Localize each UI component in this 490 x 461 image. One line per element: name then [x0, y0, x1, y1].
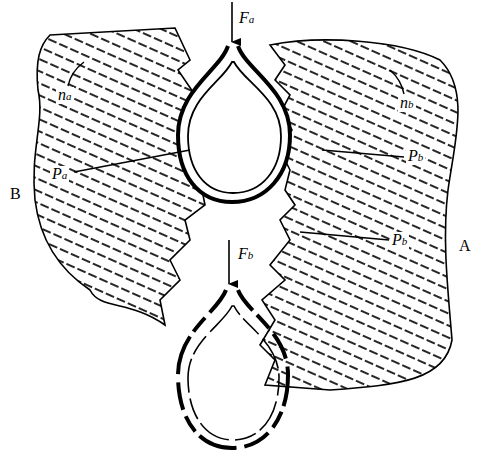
force-arrow: [231, 2, 233, 42]
pressure-label: Pb: [390, 232, 409, 249]
leader-line: [300, 232, 389, 240]
leader-line: [68, 62, 84, 86]
cell-wall-broken-inner: [188, 306, 279, 440]
block-label: B: [8, 186, 23, 202]
leader-line: [322, 150, 404, 157]
cell-wall-broken-outer: [178, 290, 288, 448]
force-label: Fa: [237, 10, 256, 27]
leader-line: [390, 70, 404, 94]
part-label: nb: [398, 95, 416, 112]
cell-wall-outer: [178, 46, 290, 202]
part-label: na: [56, 87, 74, 104]
block-label: A: [457, 238, 473, 254]
pressure-label: Pb: [406, 148, 425, 165]
leader-line: [74, 150, 190, 172]
pressure-label: Pa: [50, 166, 69, 183]
cell-wall-inner: [188, 62, 281, 193]
force-arrow: [228, 240, 230, 284]
force-label: Fb: [236, 246, 255, 263]
block-a: [260, 40, 458, 390]
